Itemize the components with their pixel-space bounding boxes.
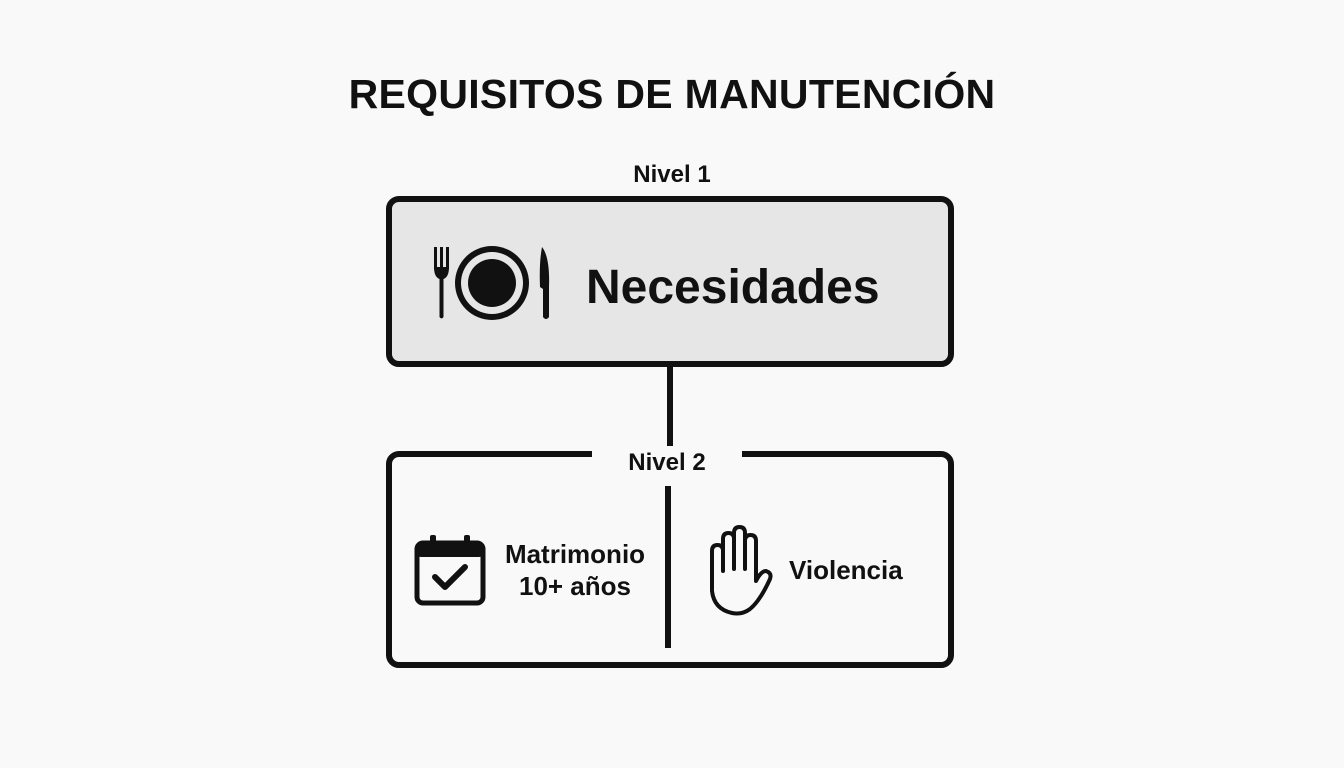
marriage-requirement: Matrimonio 10+ años [490, 538, 660, 602]
level1-text: Necesidades [586, 261, 880, 314]
level1-label: Nivel 1 [633, 161, 711, 188]
plate-cutlery-icon [434, 246, 550, 320]
violence-requirement: Violencia [789, 555, 903, 585]
raised-hand-icon [710, 525, 773, 616]
level2-divider [665, 486, 671, 648]
level2-label: Nivel 2 [592, 446, 742, 480]
diagram-title: REQUISITOS DE MANUTENCIÓN [348, 71, 996, 117]
connector-line [667, 366, 673, 454]
calendar-check-icon [414, 535, 486, 606]
marriage-line2: 10+ años [518, 571, 631, 601]
marriage-line1: Matrimonio [504, 539, 646, 569]
